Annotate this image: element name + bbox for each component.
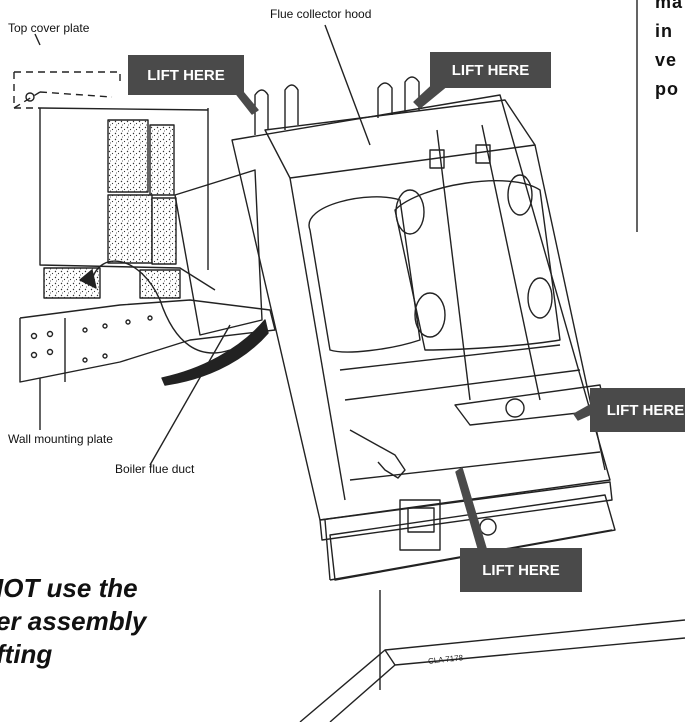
leader-top-cover bbox=[34, 33, 41, 46]
side-text-line-3: ve bbox=[655, 50, 678, 70]
rotation-arrow bbox=[79, 260, 231, 354]
lift-here-badge-top-left: LIFT HERE bbox=[128, 55, 244, 95]
boiler-flue-duct-label: Boiler flue duct bbox=[115, 462, 195, 476]
warning-text: IOT use the er assembly fting bbox=[0, 572, 146, 671]
side-text: ma in ve po bbox=[655, 0, 683, 104]
side-text-line-1: ma bbox=[655, 0, 684, 12]
top-cover-plate bbox=[13, 71, 121, 109]
side-text-line-2: in bbox=[655, 21, 673, 41]
boiler-body bbox=[34, 0, 685, 722]
lift-here-badge-bottom: LIFT HERE bbox=[460, 548, 582, 592]
flue-collector-hood-label: Flue collector hood bbox=[270, 7, 372, 21]
top-cover-plate-label: Top cover plate bbox=[8, 21, 90, 35]
wall-mounting-plate bbox=[19, 299, 276, 383]
wall-mounting-plate-label: Wall mounting plate bbox=[8, 432, 113, 446]
leader-flue-duct bbox=[149, 324, 231, 466]
lift-here-badge-right: LIFT HERE bbox=[590, 388, 685, 432]
wall-section bbox=[39, 107, 216, 299]
leader-flue-hood bbox=[324, 24, 371, 146]
lift-here-badge-top-right: LIFT HERE bbox=[430, 52, 551, 88]
warning-line-3: fting bbox=[0, 639, 53, 669]
boiler-flue-duct bbox=[161, 169, 269, 386]
warning-line-2: er assembly bbox=[0, 606, 147, 636]
warning-line-1: IOT use the bbox=[0, 573, 138, 603]
side-text-line-4: po bbox=[655, 79, 679, 99]
badge-pointers bbox=[229, 77, 597, 549]
